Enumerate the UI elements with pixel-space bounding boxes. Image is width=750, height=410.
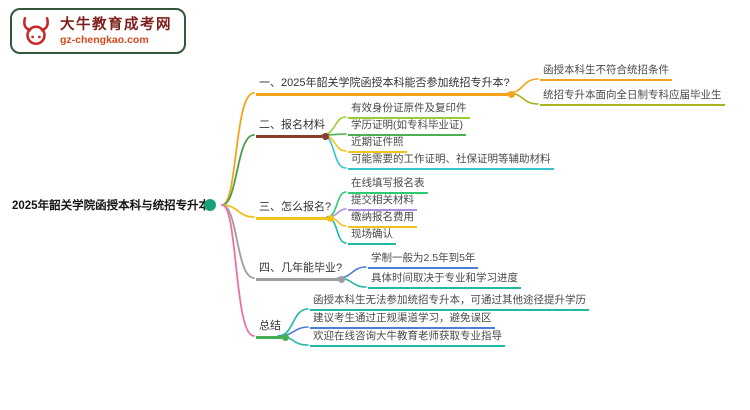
child-node-b4-1: 学制一般为2.5年到5年 xyxy=(368,251,479,269)
bull-head xyxy=(26,25,46,46)
branch-label-4: 四、几年能毕业? xyxy=(259,262,343,274)
child-node-b4-2: 具体时间取决于专业和学习进度 xyxy=(368,271,521,289)
branch-enddot-2 xyxy=(322,133,329,140)
bull-icon xyxy=(23,16,49,46)
link-root-branch3 xyxy=(221,204,255,218)
branch-label-3: 三、怎么报名? xyxy=(259,201,332,213)
branch-node-1: 一、2025年韶关学院函授本科能否参加统招专升本? xyxy=(256,76,515,98)
logo-text: 大牛教育成考网 gz-chengkao.com xyxy=(60,16,172,47)
child-node-b2-1: 有效身份证原件及复印件 xyxy=(348,101,470,119)
child-node-b3-4: 现场确认 xyxy=(348,227,396,245)
child-node-b2-4: 可能需要的工作证明、社保证明等辅助材料 xyxy=(348,152,554,170)
link-root-branch1 xyxy=(221,92,255,206)
child-node-b3-2: 提交相关材料 xyxy=(348,193,417,211)
branch-label-1: 一、2025年韶关学院函授本科能否参加统招专升本? xyxy=(259,77,510,89)
logo-brand-name: 大牛教育成考网 xyxy=(60,16,172,33)
link-root-branch4 xyxy=(221,204,255,279)
site-logo: 大牛教育成考网 gz-chengkao.com xyxy=(10,8,186,54)
branch-node-2: 二、报名材料 xyxy=(256,118,329,140)
child-node-b5-2: 建议考生通过正规渠道学习，避免误区 xyxy=(310,311,495,329)
branch-enddot-4 xyxy=(338,276,345,283)
child-node-b3-3: 缴纳报名费用 xyxy=(348,210,417,228)
bull-nostril-left xyxy=(31,35,34,39)
branch-enddot-1 xyxy=(508,91,515,98)
link-root-branch5 xyxy=(221,204,255,337)
branch-label-2: 二、报名材料 xyxy=(259,119,325,131)
child-node-b2-2: 学历证明(如专科毕业证) xyxy=(348,118,466,136)
bull-nostril-right xyxy=(38,35,41,39)
link-b5-c1 xyxy=(277,308,309,337)
branch-node-3: 三、怎么报名? xyxy=(256,200,334,222)
child-node-b2-3: 近期证件照 xyxy=(348,135,407,153)
logo-site-url: gz-chengkao.com xyxy=(60,33,149,46)
link-root-branch2 xyxy=(221,134,255,206)
child-node-b5-1: 函授本科生无法参加统招专升本，可通过其他途径提升学历 xyxy=(310,293,589,311)
root-topic-label: 2025年韶关学院函授本科与统招专升本 xyxy=(12,200,211,212)
child-node-b5-3: 欢迎在线咨询大牛教育老师获取专业指导 xyxy=(310,329,505,347)
branch-node-5: 总结 xyxy=(256,319,289,341)
branch-enddot-3 xyxy=(327,215,334,222)
branch-enddot-5 xyxy=(282,334,289,341)
child-node-b3-1: 在线填写报名表 xyxy=(348,176,428,194)
branch-node-4: 四、几年能毕业? xyxy=(256,261,345,283)
branch-label-5: 总结 xyxy=(259,320,281,332)
child-node-b1-2: 统招专升本面向全日制专科应届毕业生 xyxy=(540,88,725,106)
root-node-dot xyxy=(204,199,216,211)
child-node-b1-1: 函授本科生不符合统招条件 xyxy=(540,63,672,81)
